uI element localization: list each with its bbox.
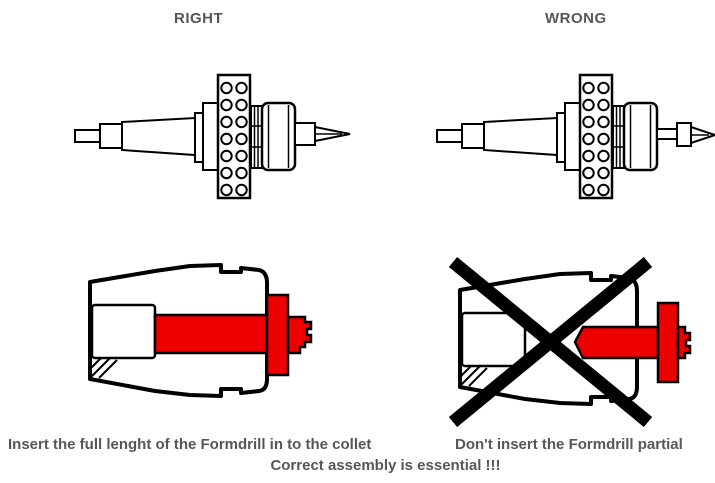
ribbed-ring: [250, 105, 263, 169]
figure-arbor-correct: [74, 73, 351, 200]
right-column-label: RIGHT: [174, 10, 224, 27]
perforated-cooling-block: [216, 73, 252, 200]
formdrill-partially-inserted: [573, 301, 692, 384]
formdrill-fully-inserted: [153, 293, 313, 377]
figure-collet-full-insert: [88, 263, 313, 398]
collet-bore: [460, 311, 527, 368]
caption-wrong-insertion: Don't insert the Formdrill partial: [455, 436, 683, 453]
wrong-column-label: WRONG: [545, 10, 607, 27]
caption-essential-note: Correct assembly is essential !!!: [270, 457, 501, 474]
collet-nut: [622, 101, 659, 172]
collet-bore: [90, 303, 157, 360]
perforated-cooling-block: [578, 73, 614, 200]
caption-correct-insertion: Insert the full lenght of the Formdrill …: [8, 436, 372, 453]
formdrill-tip-seated: [294, 122, 351, 146]
ribbed-ring: [612, 105, 625, 169]
arbor-shank: [74, 102, 219, 171]
formdrill-tip-protruding: [656, 122, 715, 147]
arbor-shank: [436, 102, 581, 171]
figure-collet-partial-insert: [448, 256, 692, 427]
figure-arbor-wrong: [436, 73, 715, 200]
cross-out-mark: [448, 256, 653, 427]
collet-nut: [260, 101, 297, 172]
